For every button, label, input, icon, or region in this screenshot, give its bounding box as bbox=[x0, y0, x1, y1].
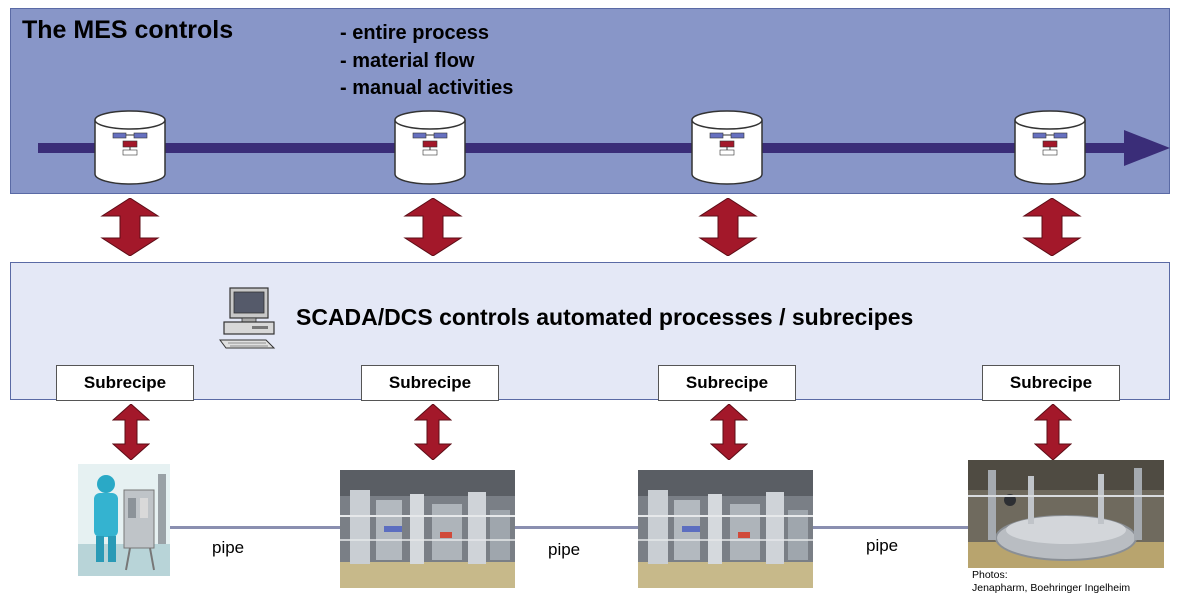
subrecipe-box: Subrecipe bbox=[361, 365, 499, 401]
double-arrow-icon bbox=[710, 404, 748, 460]
photo-credits: Photos: Jenapharm, Boehringer Ingelheim bbox=[972, 569, 1130, 595]
mes-bullet-material-flow: - material flow bbox=[340, 50, 475, 72]
double-arrow-icon bbox=[414, 404, 452, 460]
scada-dcs-layer bbox=[10, 262, 1170, 400]
process-flow-arrow-shaft bbox=[38, 143, 1128, 153]
mes-bullet-manual-activities: - manual activities bbox=[340, 77, 514, 99]
production-plant-photo bbox=[638, 470, 813, 588]
subrecipe-box: Subrecipe bbox=[982, 365, 1120, 401]
recipe-database-icon bbox=[1014, 110, 1086, 185]
mes-layer bbox=[10, 8, 1170, 194]
computer-icon bbox=[219, 287, 276, 349]
double-arrow-icon bbox=[1034, 404, 1072, 460]
recipe-database-icon bbox=[94, 110, 166, 185]
process-flow-arrow-head bbox=[1124, 130, 1170, 166]
photo-credits-heading: Photos: bbox=[972, 569, 1008, 581]
pipe-label: pipe bbox=[212, 538, 245, 557]
pipe-connector bbox=[813, 526, 969, 529]
double-arrow-icon bbox=[1022, 198, 1082, 256]
production-plant-photo bbox=[340, 470, 515, 588]
double-arrow-icon bbox=[100, 198, 160, 256]
double-arrow-icon bbox=[112, 404, 150, 460]
pipe-connector bbox=[168, 526, 340, 529]
scada-title: SCADA/DCS controls automated processes /… bbox=[296, 304, 914, 330]
subrecipe-box: Subrecipe bbox=[56, 365, 194, 401]
photo-credits-sources: Jenapharm, Boehringer Ingelheim bbox=[972, 582, 1131, 594]
subrecipe-box: Subrecipe bbox=[658, 365, 796, 401]
mes-title: The MES controls bbox=[22, 16, 234, 44]
pipe-label: pipe bbox=[548, 540, 581, 559]
double-arrow-icon bbox=[698, 198, 758, 256]
pipe-label: pipe bbox=[866, 536, 899, 555]
cleanroom-operator-photo bbox=[78, 464, 170, 576]
pipe-connector bbox=[515, 526, 639, 529]
double-arrow-icon bbox=[403, 198, 463, 256]
mes-bullet-entire-process: - entire process bbox=[340, 22, 489, 44]
recipe-database-icon bbox=[691, 110, 763, 185]
recipe-database-icon bbox=[394, 110, 466, 185]
reactor-vessel-photo bbox=[968, 460, 1164, 568]
